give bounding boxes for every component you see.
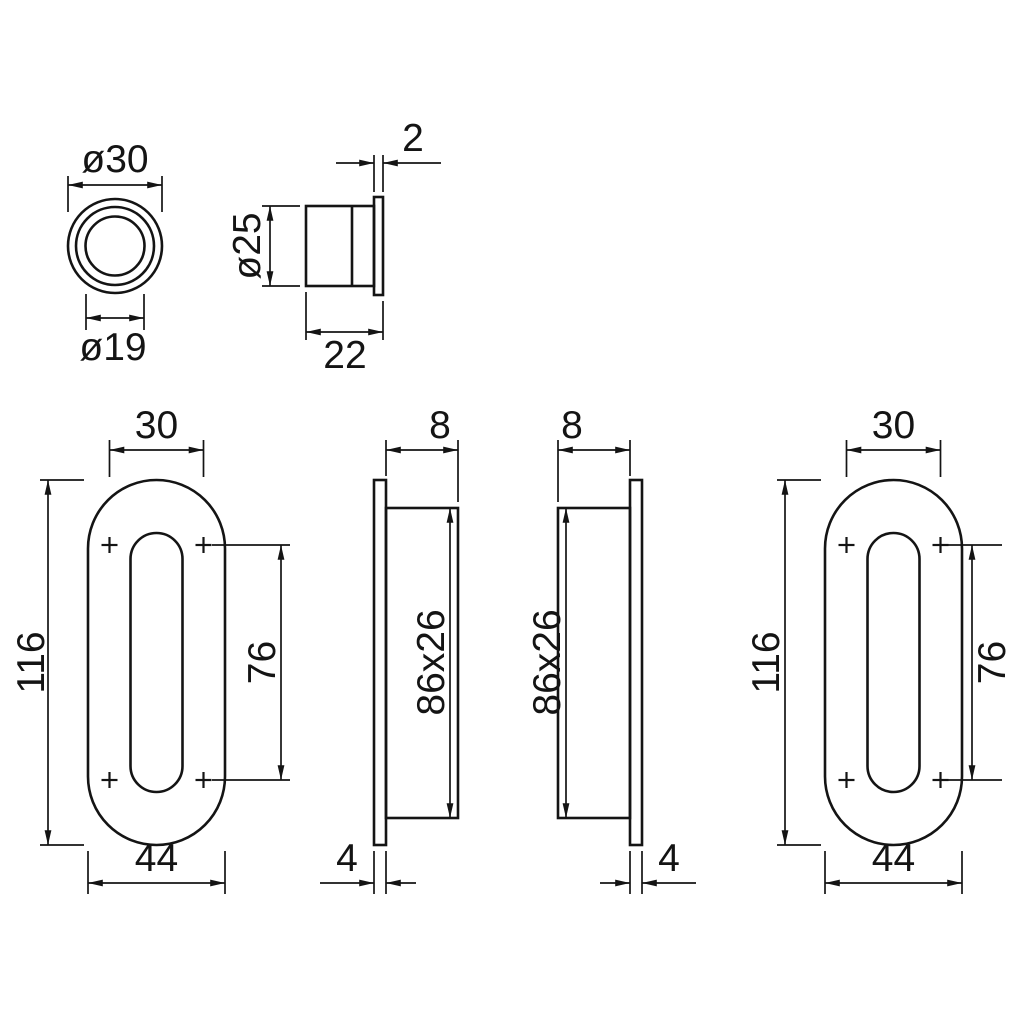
dim-label-body-length: 22: [323, 334, 366, 377]
bushing-front-view: ø30 ø19: [66, 138, 164, 369]
dim-height: 116: [745, 479, 821, 846]
dim-label-depth: 8: [561, 404, 583, 447]
dim-recess-size: 86x26: [410, 508, 454, 818]
body-outline: [304, 204, 376, 288]
screw-cross-top-right: [195, 537, 212, 553]
dim-width: 44: [824, 837, 963, 894]
body-circle: [74, 205, 156, 287]
dim-hole-spacing-height: 76: [948, 544, 1014, 781]
dim-body-length: 22: [305, 292, 384, 377]
dim-label-hole-spacing-height: 76: [971, 641, 1014, 684]
dim-body-diameter: ø25: [226, 205, 300, 287]
screw-cross-bottom-left: [838, 772, 855, 788]
dim-flange-thickness: 4: [600, 837, 696, 894]
dim-hole-spacing-height: 76: [212, 544, 290, 781]
dim-label-body-diameter: ø25: [226, 212, 269, 279]
dim-recess-size: 86x26: [526, 508, 570, 818]
screw-cross-bottom-left: [101, 772, 118, 788]
dim-inner-diameter: ø19: [79, 294, 147, 369]
flange-plate-outline: [628, 478, 644, 847]
dim-depth: 8: [557, 404, 631, 502]
dim-width: 44: [87, 837, 226, 894]
bushing-side-view: ø25 22 2: [226, 117, 441, 377]
dim-label-height: 116: [10, 631, 53, 693]
dim-label-recess-size: 86x26: [410, 609, 453, 715]
screw-cross-bottom-right: [195, 772, 212, 788]
dim-label-hole-spacing-width: 30: [872, 404, 915, 447]
dim-height: 116: [10, 479, 84, 846]
screw-cross-bottom-right: [932, 772, 949, 788]
dim-label-flange-thickness: 2: [402, 117, 424, 160]
dim-label-flange-thickness: 4: [658, 837, 680, 880]
dim-outer-diameter: ø30: [67, 138, 163, 212]
dim-label-recess-size: 86x26: [526, 609, 569, 715]
dim-depth: 8: [385, 404, 459, 502]
pull-recess-outline: [866, 531, 921, 794]
pull-recess-outline: [129, 531, 184, 794]
dim-flange-thickness: 2: [336, 117, 441, 192]
dim-flange-thickness: 4: [320, 837, 416, 894]
flange-plate-outline: [372, 478, 388, 847]
flange-outer-circle: [66, 197, 164, 295]
pull-side-right-view: 8 86x26 4: [526, 404, 696, 894]
recess-housing-outline: [384, 506, 460, 820]
screw-cross-top-left: [838, 537, 855, 553]
pull-outer-outline: [86, 478, 227, 847]
pull-front-right-view: 30 116 76 44: [745, 404, 1014, 894]
dim-hole-spacing-width: 30: [845, 404, 942, 477]
screw-cross-top-right: [932, 537, 949, 553]
dim-label-width: 44: [872, 837, 915, 880]
pull-side-left-view: 8 86x26 4: [320, 404, 460, 894]
screw-cross-top-left: [101, 537, 118, 553]
dim-label-flange-thickness: 4: [336, 837, 358, 880]
dim-label-hole-spacing-height: 76: [241, 641, 284, 684]
dim-label-hole-spacing-width: 30: [135, 404, 178, 447]
dim-label-width: 44: [135, 837, 178, 880]
dim-label-inner-diameter: ø19: [79, 326, 146, 369]
dim-label-outer-diameter: ø30: [81, 138, 148, 181]
bore-circle: [84, 215, 146, 277]
dim-hole-spacing-width: 30: [108, 404, 205, 477]
pull-outer-outline: [823, 478, 964, 847]
flange-outline: [372, 195, 385, 297]
pull-front-left-view: 30 116 76 44: [10, 404, 290, 894]
dim-label-height: 116: [745, 631, 788, 693]
dim-label-depth: 8: [429, 404, 451, 447]
